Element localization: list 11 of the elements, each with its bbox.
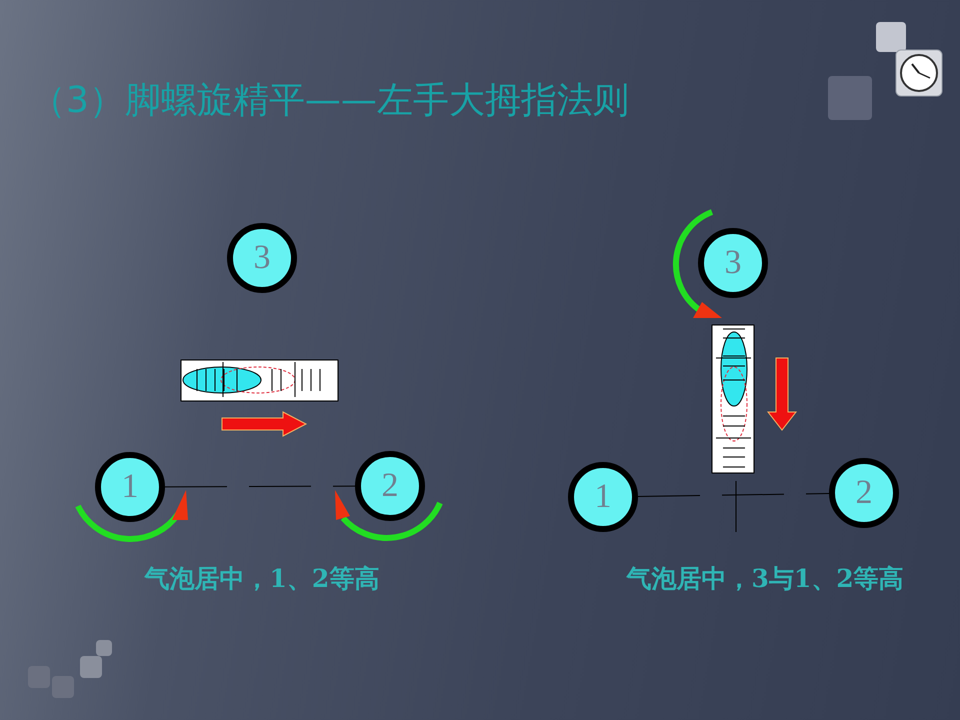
caption: 气泡居中，1、2等高 (144, 563, 380, 595)
numbered-circle: 2 (829, 458, 899, 528)
numbered-circle: 3 (227, 223, 297, 293)
numbered-circle: 3 (698, 228, 768, 298)
numbered-circle: 1 (95, 452, 165, 522)
level-line (164, 486, 356, 488)
title: （3）脚螺旋精平——左手大拇指法则 (30, 79, 629, 123)
numbered-circle: 2 (355, 451, 425, 521)
level-line (638, 493, 830, 497)
numbered-circle: 1 (568, 462, 638, 532)
caption: 气泡居中，3与1、2等高 (626, 563, 904, 595)
